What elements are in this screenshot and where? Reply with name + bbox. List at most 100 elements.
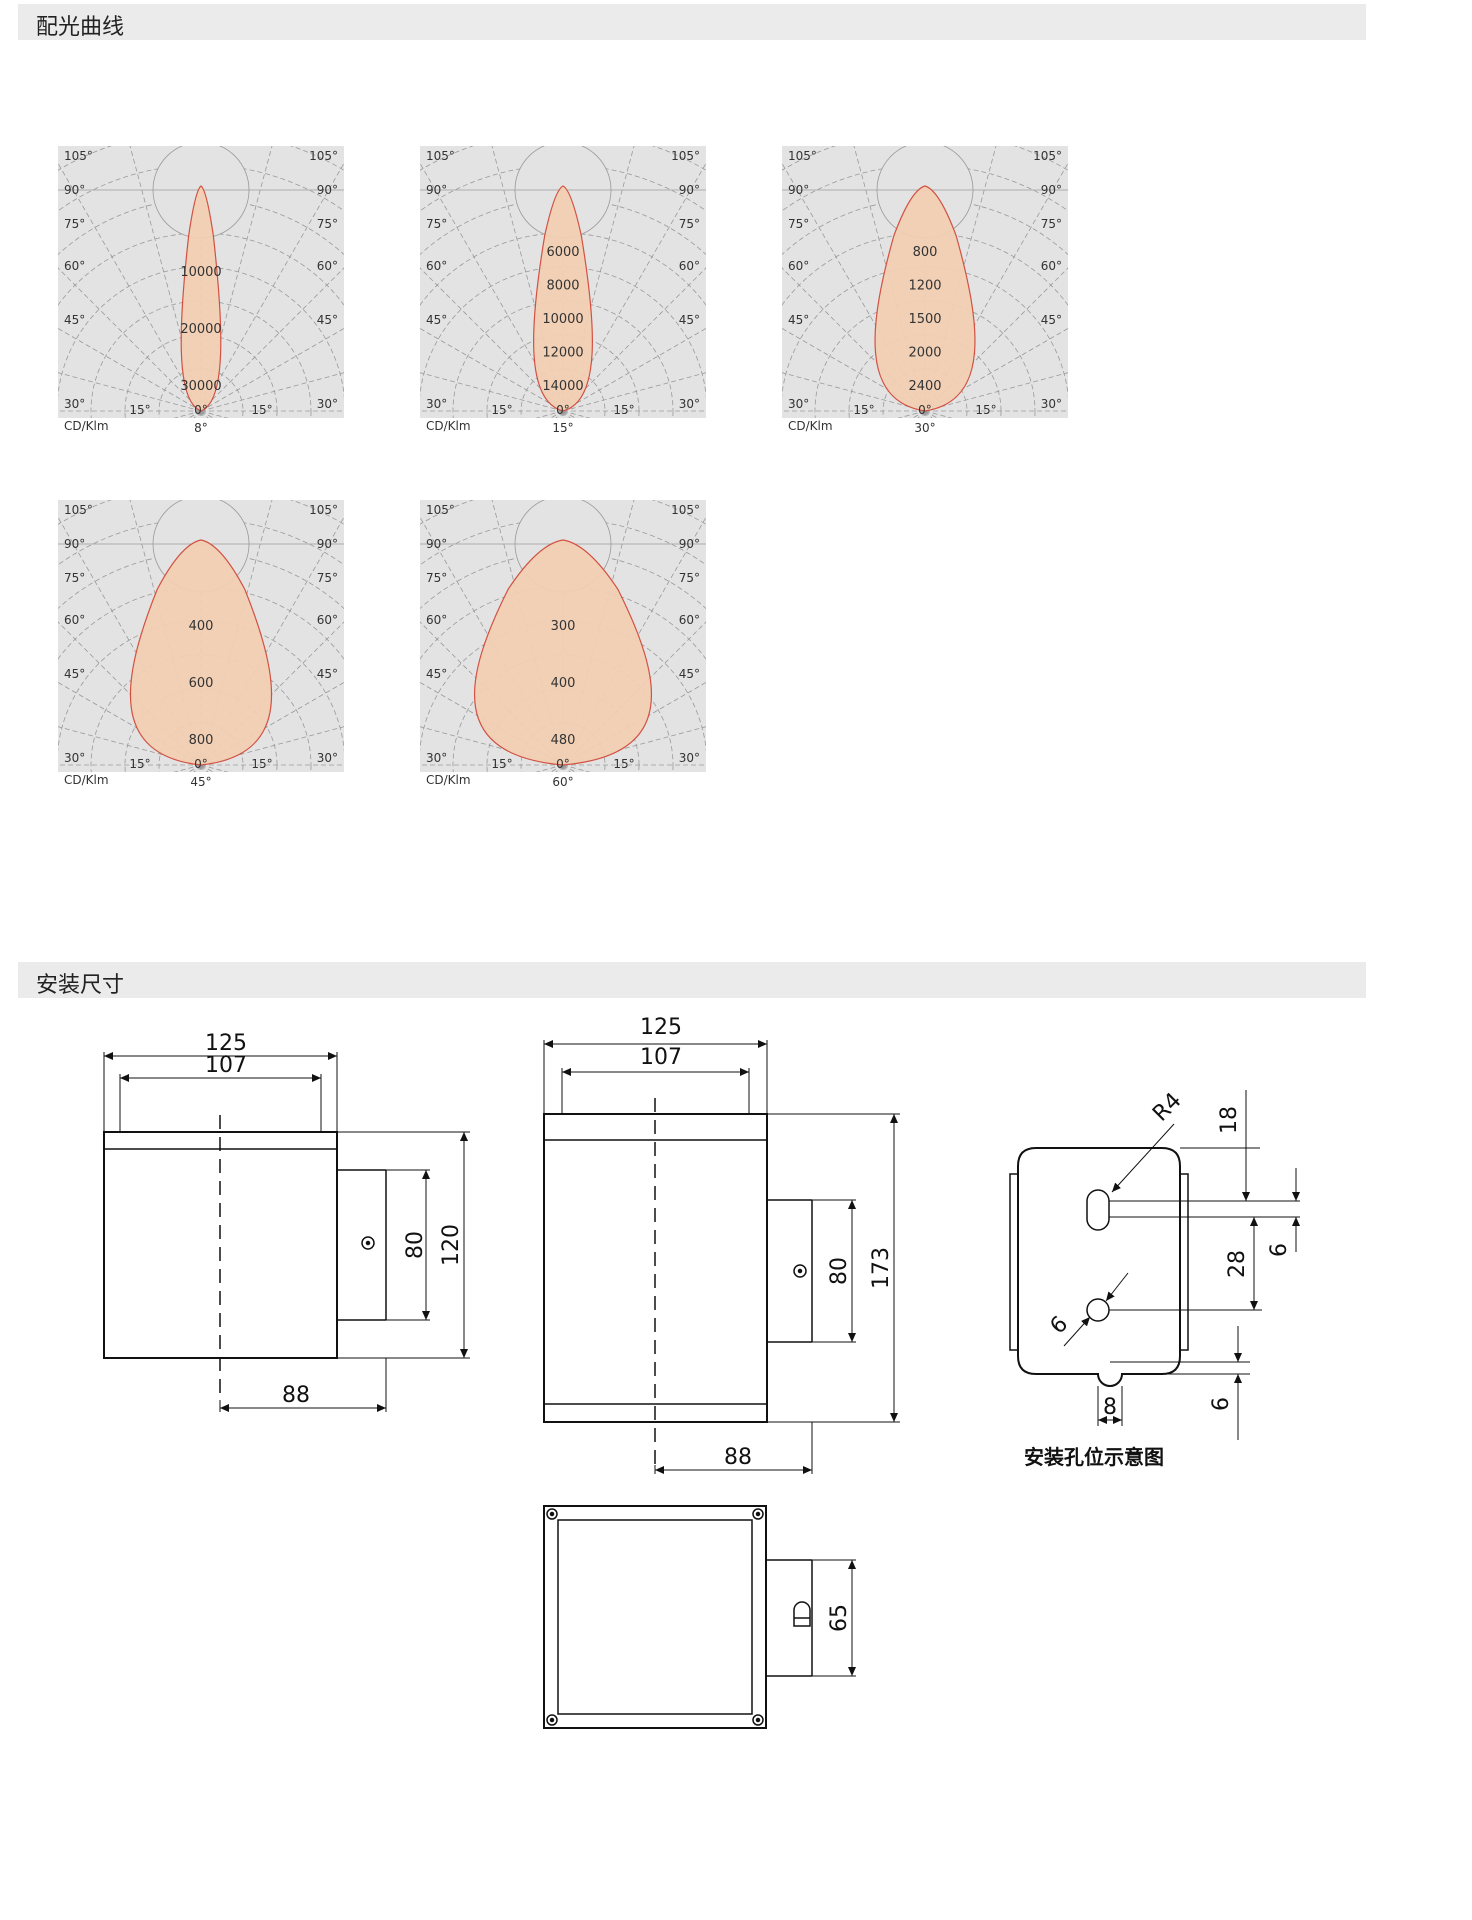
side-view-drawing <box>103 1052 470 1412</box>
unit-label: CD/Klm <box>426 419 471 433</box>
mount-radius: R4 <box>1148 1088 1186 1126</box>
polar-chart-30deg: 105°105°90°90°75°75°60°60°45°45°30°30°15… <box>782 146 1074 438</box>
angle-label: 105° <box>788 149 817 163</box>
front-w-inner: 107 <box>640 1045 682 1070</box>
angle-label: 90° <box>679 183 700 197</box>
angle-label: 15° <box>251 403 272 417</box>
angle-label: 105° <box>1033 149 1062 163</box>
angle-label: 60° <box>426 613 447 627</box>
section-title: 配光曲线 <box>36 15 125 40</box>
angle-label: 30° <box>788 397 809 411</box>
angle-label: 90° <box>788 183 809 197</box>
angle-label: 45° <box>1041 313 1062 327</box>
polar-svg: 105°105°90°90°75°75°60°60°45°45°30°30°15… <box>58 146 344 435</box>
ring-value-label: 400 <box>189 619 214 634</box>
angle-label: 30° <box>1041 397 1062 411</box>
angle-label: 15° <box>853 403 874 417</box>
angle-label: 75° <box>64 571 85 585</box>
front-box-h: 80 <box>827 1257 852 1285</box>
polar-chart-15deg: 105°105°90°90°75°75°60°60°45°45°30°30°15… <box>420 146 712 438</box>
polar-beam <box>180 185 222 412</box>
angle-label: 60° <box>788 259 809 273</box>
angle-label: 45° <box>426 667 447 681</box>
angle-label: 45° <box>64 313 85 327</box>
polar-svg: 105°105°90°90°75°75°60°60°45°45°30°30°15… <box>58 500 344 789</box>
front-h: 173 <box>869 1247 894 1289</box>
front-depth: 88 <box>724 1445 752 1470</box>
unit-label: CD/Klm <box>788 419 833 433</box>
mount-d28: 28 <box>1225 1250 1250 1278</box>
angle-label: 90° <box>426 183 447 197</box>
angle-label: 15° <box>251 757 272 771</box>
ring-value-label: 10000 <box>180 265 221 280</box>
side-box-h: 80 <box>403 1231 428 1259</box>
unit-label: CD/Klm <box>426 773 471 787</box>
ring-value-label: 800 <box>189 733 214 748</box>
angle-label: 15° <box>975 403 996 417</box>
angle-label: 0° <box>194 757 208 771</box>
polar-svg: 105°105°90°90°75°75°60°60°45°45°30°30°15… <box>420 146 706 435</box>
angle-label: 0° <box>194 403 208 417</box>
angle-label: 105° <box>309 149 338 163</box>
angle-label: 60° <box>679 259 700 273</box>
angle-label: 75° <box>426 217 447 231</box>
angle-label: 15° <box>129 403 150 417</box>
ring-value-label: 400 <box>551 676 576 691</box>
angle-label: 90° <box>64 183 85 197</box>
angle-label: 105° <box>309 503 338 517</box>
ring-value-label: 2000 <box>908 346 941 361</box>
angle-label: 45° <box>64 667 85 681</box>
angle-label: 15° <box>613 757 634 771</box>
polar-beam <box>473 539 653 766</box>
angle-label: 60° <box>64 613 85 627</box>
angle-label: 45° <box>317 667 338 681</box>
angle-label: 30° <box>426 751 447 765</box>
angle-label: 0° <box>918 403 932 417</box>
angle-label: 90° <box>1041 183 1062 197</box>
section-header-installation-dims: 安装尺寸 <box>18 962 1366 998</box>
side-w-outer: 125 <box>205 1031 247 1056</box>
angle-label: 45° <box>788 313 809 327</box>
angle-label: 105° <box>671 503 700 517</box>
angle-label: 30° <box>64 397 85 411</box>
angle-label: 105° <box>64 149 93 163</box>
polar-chart-60deg: 105°105°90°90°75°75°60°60°45°45°30°30°15… <box>420 500 712 792</box>
angle-label: 30° <box>317 751 338 765</box>
ring-value-label: 6000 <box>546 245 579 260</box>
ring-value-label: 800 <box>913 245 938 260</box>
angle-label: 75° <box>788 217 809 231</box>
angle-label: 30° <box>317 397 338 411</box>
mount-plate-drawing <box>1009 1090 1300 1440</box>
angle-label: 90° <box>679 537 700 551</box>
angle-label: 30° <box>679 397 700 411</box>
angle-label: 15° <box>491 403 512 417</box>
unit-label: CD/Klm <box>64 419 109 433</box>
angle-label: 90° <box>317 183 338 197</box>
angle-label: 60° <box>679 613 700 627</box>
ring-value-label: 300 <box>551 619 576 634</box>
ring-value-label: 1200 <box>908 279 941 294</box>
section-header-light-distribution: 配光曲线 <box>18 4 1366 40</box>
side-depth: 88 <box>282 1383 310 1408</box>
section-title: 安装尺寸 <box>36 973 125 998</box>
angle-label: 75° <box>317 217 338 231</box>
side-h: 120 <box>439 1224 464 1266</box>
angle-label: 60° <box>317 613 338 627</box>
angle-label: 15° <box>613 403 634 417</box>
side-w-inner: 107 <box>205 1053 247 1078</box>
front-w-outer: 125 <box>640 1015 682 1040</box>
angle-label: 45° <box>317 313 338 327</box>
angle-label: 105° <box>426 503 455 517</box>
angle-label: 105° <box>64 503 93 517</box>
angle-label: 105° <box>671 149 700 163</box>
polar-beam <box>874 185 976 412</box>
angle-label: 75° <box>317 571 338 585</box>
angle-label: 75° <box>679 571 700 585</box>
angle-label: 90° <box>426 537 447 551</box>
angle-label: 90° <box>64 537 85 551</box>
mount-d6a: 6 <box>1267 1243 1292 1257</box>
angle-label: 15° <box>491 757 512 771</box>
angle-label: 30° <box>679 751 700 765</box>
polar-chart-45deg: 105°105°90°90°75°75°60°60°45°45°30°30°15… <box>58 500 350 792</box>
polar-chart-8deg: 105°105°90°90°75°75°60°60°45°45°30°30°15… <box>58 146 350 438</box>
